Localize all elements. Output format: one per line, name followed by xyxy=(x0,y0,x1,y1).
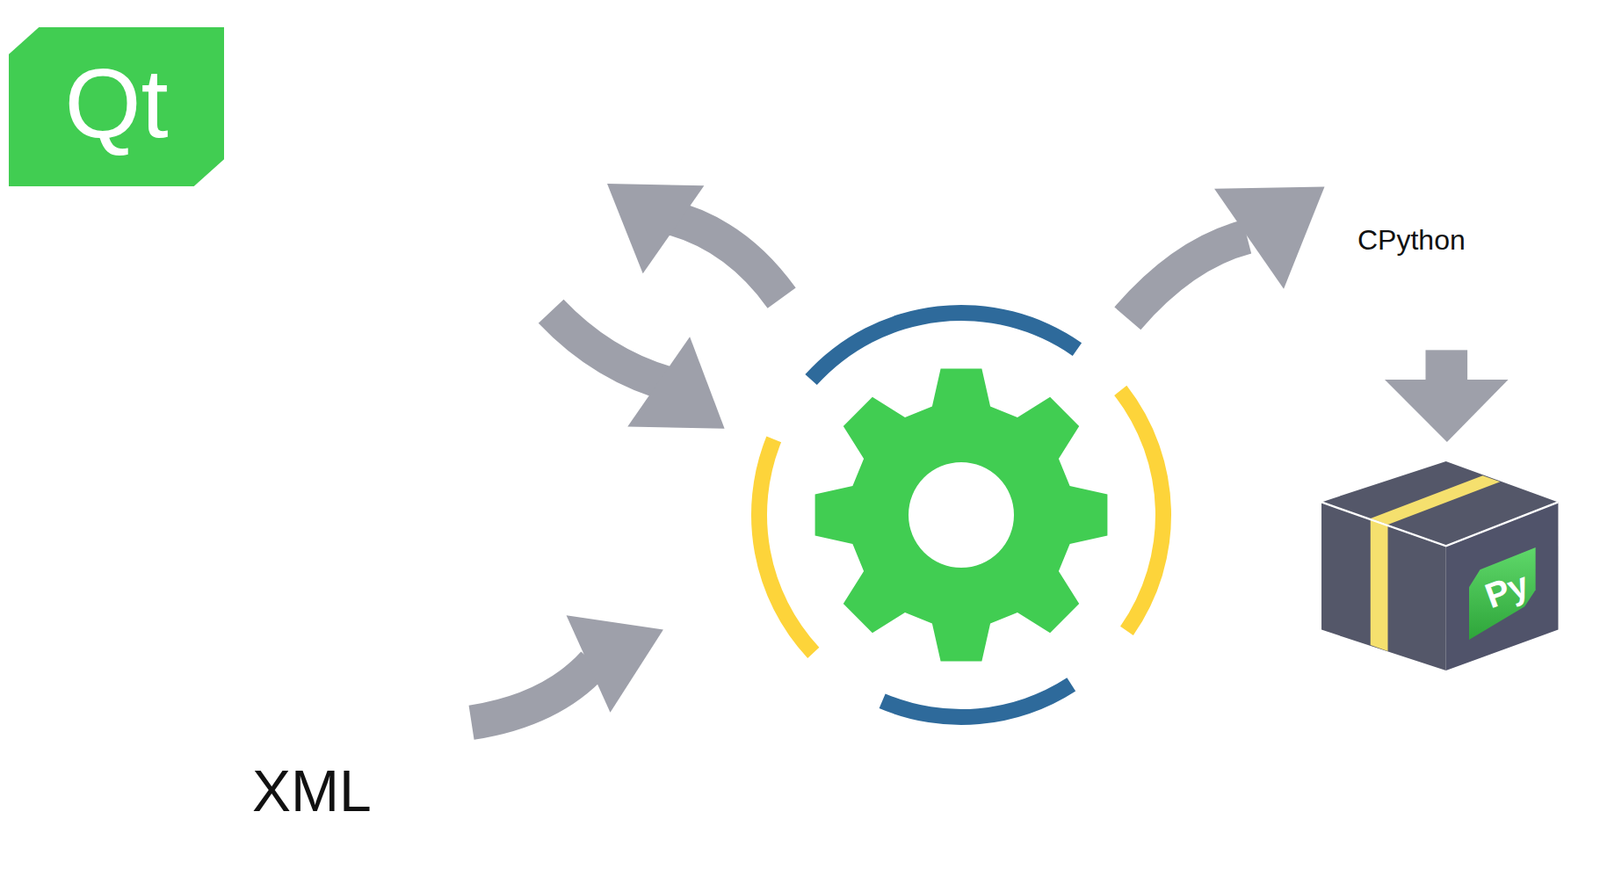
ring-arc xyxy=(1114,385,1172,636)
curved-arrow xyxy=(550,311,676,386)
logo-badge: Qt xyxy=(8,27,225,187)
curved-arrow xyxy=(1127,236,1247,319)
box-strap xyxy=(1370,518,1389,652)
arrows xyxy=(471,183,1509,723)
output-label: CPython xyxy=(1357,224,1466,257)
arrow-head xyxy=(566,615,664,712)
package-box xyxy=(1321,461,1558,671)
logo-shape xyxy=(8,27,225,187)
ring-arc xyxy=(751,435,819,659)
arrow-head xyxy=(607,183,704,274)
package-badge: Py xyxy=(1469,547,1548,640)
box-strap xyxy=(1370,475,1500,525)
box-edge xyxy=(1321,501,1558,546)
down-arrow xyxy=(1384,379,1509,442)
ring-arc xyxy=(804,304,1082,385)
curved-arrow xyxy=(471,663,594,723)
logo-text: Qt xyxy=(64,46,168,160)
input-label: XML xyxy=(252,757,372,825)
box-left xyxy=(1321,501,1447,671)
box-right xyxy=(1446,501,1559,671)
curved-arrow xyxy=(665,216,782,298)
ring-arc xyxy=(879,677,1077,725)
down-arrow xyxy=(1425,349,1468,381)
gear-wheel xyxy=(815,369,1108,662)
arrow-head xyxy=(1214,187,1325,290)
gear xyxy=(751,304,1172,725)
badge-shape xyxy=(1469,547,1536,640)
arrow-head xyxy=(627,336,724,429)
